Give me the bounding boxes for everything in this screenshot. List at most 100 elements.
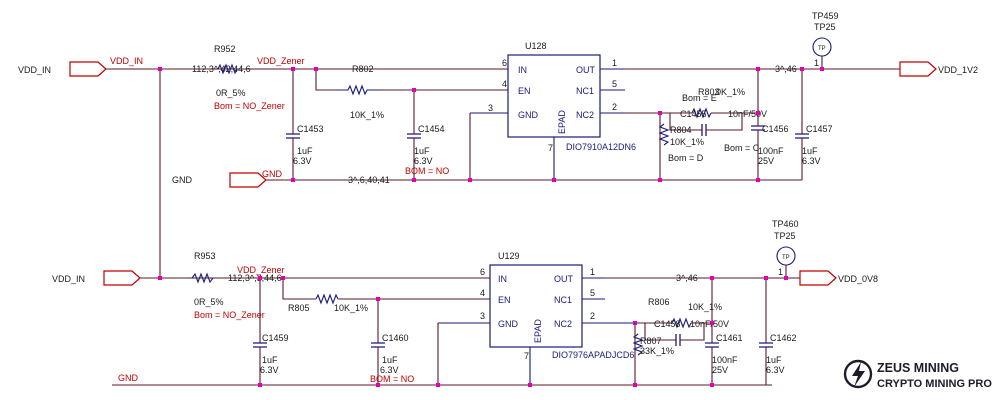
ic-u129-pin-gnd-num: 3 bbox=[480, 311, 485, 321]
r952-ref: R952 bbox=[214, 44, 236, 54]
ic-u129-pin-out: OUT bbox=[554, 274, 574, 284]
resistor-zigzag-icon bbox=[336, 84, 380, 96]
c1453-value: 1uF bbox=[297, 146, 313, 156]
c1460-voltage: 6.3V bbox=[380, 365, 399, 375]
c1458-value: 10nF/50V bbox=[690, 319, 729, 329]
ic-u129-pin-nc1-num: 5 bbox=[590, 288, 595, 298]
ic-u128-pin-in-num: 6 bbox=[502, 58, 507, 68]
tp460-symbol: TP bbox=[782, 255, 790, 261]
ic-u129-pin-in-num: 6 bbox=[480, 267, 485, 277]
r805-value: 10K_1% bbox=[334, 303, 368, 313]
c1454-voltage: 6.3V bbox=[414, 156, 433, 166]
c1457-voltage: 6.3V bbox=[802, 156, 821, 166]
ic-u129-pin-in: IN bbox=[498, 274, 507, 284]
tp459-symbol: TP bbox=[818, 46, 826, 52]
ic-u128-pin-gnd: GND bbox=[518, 110, 539, 120]
watermark-line2: CRYPTO MINING PRO bbox=[877, 378, 992, 390]
vdd-in-port-label: VDD_IN bbox=[18, 65, 51, 75]
r952-value: 0R_5% bbox=[216, 88, 246, 98]
resistor-r805: R805 10K_1% bbox=[288, 293, 368, 313]
vdd-in-net-label: VDD_IN bbox=[110, 56, 143, 66]
r806-value: 10K_1% bbox=[688, 302, 722, 312]
top-output-bus-ref: 3^,46 bbox=[775, 64, 797, 74]
ic-u128-ref: U128 bbox=[525, 41, 547, 51]
ic-u129-pin-en-num: 4 bbox=[480, 288, 485, 298]
capacitor-c1460: C1460 1uF 6.3V BOM = NO bbox=[370, 299, 414, 385]
c1456-voltage: 25V bbox=[758, 156, 774, 166]
resistor-r804: R804 10K_1% Bom = D bbox=[658, 123, 704, 163]
capacitor-c1458: C1458 10nF/50V bbox=[644, 319, 729, 346]
c1457-ref: C1457 bbox=[806, 124, 833, 134]
r804-ref: R804 bbox=[670, 125, 692, 135]
ic-u128-pin-nc2: NC2 bbox=[576, 110, 594, 120]
testpoint-tp460: TP460 TP25 TP 1 bbox=[772, 219, 799, 278]
r807-ref: R807 bbox=[640, 336, 662, 346]
c1460-ref: C1460 bbox=[382, 333, 409, 343]
c1459-ref: C1459 bbox=[262, 333, 289, 343]
r803-ref: R803 bbox=[698, 87, 720, 97]
r807-value: 33K_1% bbox=[640, 346, 674, 356]
r804-value: 10K_1% bbox=[670, 137, 704, 147]
bottom-gnd-net-label: GND bbox=[118, 373, 139, 383]
tp459-ref: TP459 bbox=[812, 11, 839, 21]
c1458-ref: C1458 bbox=[654, 319, 681, 329]
ic-u128-pin-lines bbox=[470, 68, 625, 180]
capacitor-plates-icon bbox=[701, 124, 707, 136]
vdd-0v8-port-label: VDD_0V8 bbox=[838, 274, 878, 284]
ic-u128-pin-nc2-num: 2 bbox=[612, 102, 617, 112]
ic-u129-body bbox=[489, 264, 583, 348]
ic-u129-part: DIO7976APADJCD6 bbox=[552, 350, 634, 360]
ic-u128-pin-en: EN bbox=[518, 86, 531, 96]
resistor-zigzag-icon bbox=[691, 107, 712, 119]
capacitor-c1454: C1454 1uF 6.3V BOM = NO bbox=[405, 90, 449, 180]
capacitor-plates-icon bbox=[253, 342, 267, 348]
r953-ref: R953 bbox=[194, 251, 216, 261]
c1461-value: 100nF bbox=[712, 355, 738, 365]
ic-u129-epad-num: 7 bbox=[524, 351, 529, 361]
r803-bom: Bom = E bbox=[682, 93, 717, 103]
tp460-type: TP25 bbox=[774, 231, 796, 241]
resistor-zigzag-icon bbox=[315, 293, 339, 305]
ic-u128-pin-nc1-num: 5 bbox=[612, 79, 617, 89]
bottom-en-branch-wire bbox=[282, 278, 316, 300]
resistor-zigzag-icon bbox=[632, 333, 644, 356]
r953-bom: Bom = NO_Zener bbox=[194, 310, 265, 320]
resistor-zigzag-icon bbox=[671, 317, 692, 329]
top-ground-bus-ref: 3^,6,40,41 bbox=[348, 175, 390, 185]
ic-u128-pin-nc1: NC1 bbox=[576, 86, 594, 96]
capacitor-c1457: C1457 1uF 6.3V bbox=[795, 69, 833, 180]
resistor-r802: R802 10K_1% bbox=[336, 64, 384, 120]
bottom-regulator-circuit: VDD_IN 112,3^,3,44,6 VDD_Zener R953 0R_5… bbox=[52, 219, 878, 386]
top-bom-c: Bom = C bbox=[724, 143, 760, 153]
resistor-r952: R952 0R_5% Bom = NO_Zener bbox=[210, 44, 285, 111]
ic-u128-pin-en-num: 4 bbox=[502, 79, 507, 89]
zeus-mining-watermark: ZEUS MINING CRYPTO MINING PRO bbox=[843, 359, 992, 390]
ic-u128-pin-out-num: 1 bbox=[612, 58, 617, 68]
ic-u128-body bbox=[507, 54, 601, 138]
ic-u128-epad: EPAD bbox=[557, 110, 567, 134]
resistor-zigzag-icon bbox=[191, 272, 214, 284]
capacitor-c1461: C1461 100nF 25V bbox=[705, 323, 743, 385]
testpoint-tp459: TP459 TP25 TP 1 bbox=[812, 11, 839, 69]
c1455-ref: C1455 bbox=[680, 109, 707, 119]
resistor-zigzag-icon bbox=[658, 123, 670, 146]
vdd-0v8-port-flag bbox=[799, 270, 837, 286]
bottom-output-bus-ref: 3^,46 bbox=[676, 273, 698, 283]
r806-ref: R806 bbox=[648, 297, 670, 307]
capacitor-plates-icon bbox=[759, 342, 773, 348]
top-regulator-circuit: VDD_IN VDD_IN 112,3^,42,44,6 VDD_Zener R… bbox=[18, 11, 978, 188]
r804-bom: Bom = D bbox=[668, 153, 704, 163]
tp460-pin: 1 bbox=[778, 267, 783, 277]
ic-u129-pin-nc2-num: 2 bbox=[590, 311, 595, 321]
bottom-vdd-in-port-label: VDD_IN bbox=[52, 274, 85, 284]
r952-bom: Bom = NO_Zener bbox=[214, 101, 285, 111]
tp459-pin: 1 bbox=[814, 58, 819, 68]
c1462-voltage: 6.3V bbox=[766, 365, 785, 375]
ic-u129-pin-nc1: NC1 bbox=[554, 295, 572, 305]
top-vdd-zener-label: VDD_Zener bbox=[257, 56, 305, 66]
ic-u129-epad: EPAD bbox=[533, 319, 543, 343]
ic-u129-pin-en: EN bbox=[498, 295, 511, 305]
c1462-value: 1uF bbox=[766, 355, 782, 365]
ic-u129-pin-gnd: GND bbox=[498, 319, 519, 329]
